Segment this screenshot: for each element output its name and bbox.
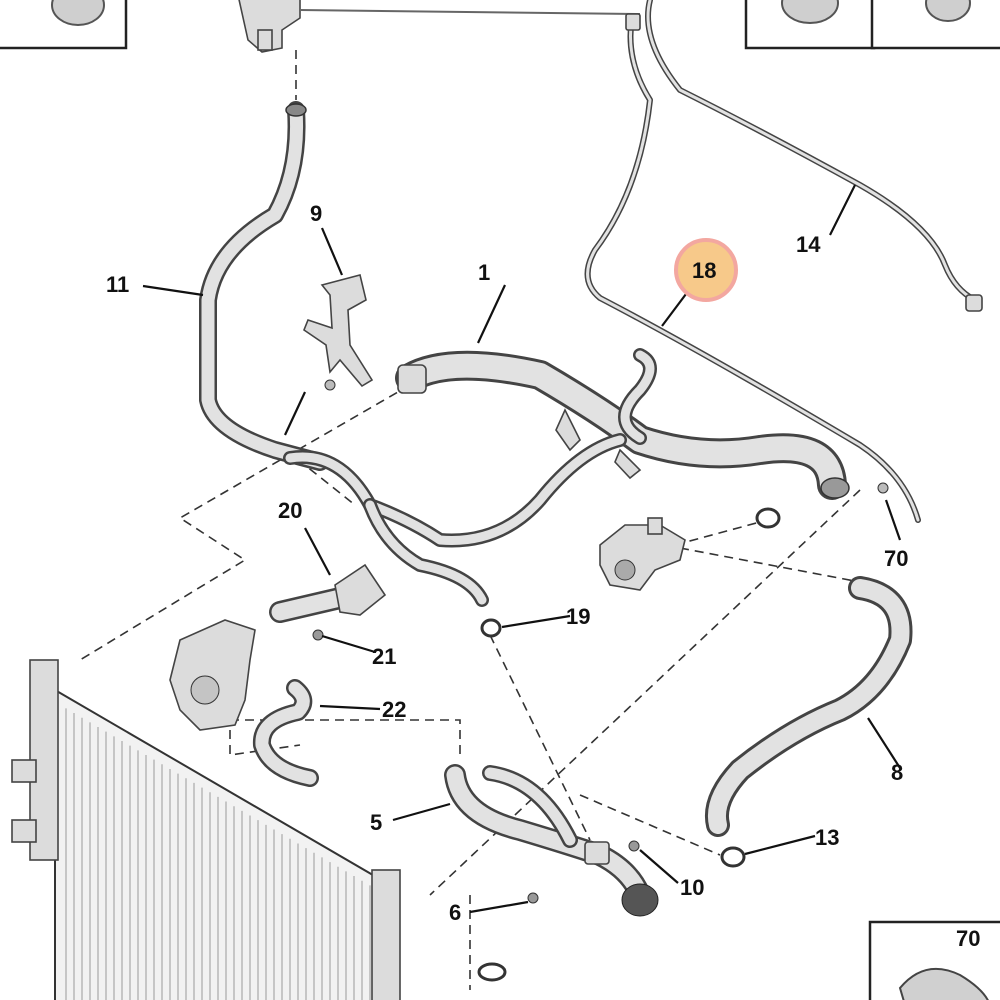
part-11-hose: [199, 101, 329, 471]
part-14-pipe: [645, 0, 983, 312]
part-19-clip: [480, 618, 502, 638]
expansion-tank-outlet: [238, 0, 641, 53]
part-22-hose: [252, 679, 319, 787]
callout-22: 22: [382, 697, 406, 722]
callout-13: 13: [815, 825, 839, 850]
part-13-clip: [720, 846, 746, 868]
radiator-fins: [65, 708, 379, 1000]
callout-labels: 1 9 11 18 14 70 20 19 21 22 8 13 5 10 6 …: [106, 201, 980, 951]
part-9-bracket: [303, 274, 374, 391]
detail-box-70: [868, 920, 1000, 1000]
radiator: [11, 659, 401, 1000]
part-1-main-hose: [395, 348, 850, 500]
callout-1: 1: [478, 260, 490, 285]
hose-crossing-middle: [283, 433, 627, 607]
assembly-dashed-lines: [79, 50, 861, 990]
callout-10: 10: [680, 875, 704, 900]
part-8-hose: [705, 576, 913, 837]
detail-box-top-right: [744, 0, 1000, 50]
callout-21: 21: [372, 644, 396, 669]
part-21-bolt: [312, 629, 324, 641]
leader-lines: [142, 184, 902, 914]
part-70-clip: [877, 482, 889, 494]
callout-14: 14: [796, 232, 821, 257]
part-5-hose: [444, 764, 659, 917]
detail-box-top-left: [0, 0, 128, 50]
callout-6: 6: [449, 900, 461, 925]
callout-70: 70: [884, 546, 908, 571]
water-pump: [169, 619, 256, 731]
callout-inset-70: 70: [956, 926, 980, 951]
part-6-bolt: [527, 892, 539, 904]
clip-near-thermostat: [755, 507, 781, 529]
callout-20: 20: [278, 498, 302, 523]
thermostat-housing: [599, 517, 686, 591]
bottom-clip: [477, 962, 507, 982]
part-20-hose: [269, 563, 387, 623]
part-18-vent-pipe: [584, 13, 921, 523]
callout-18: 18: [692, 258, 716, 283]
part-10-bolt: [628, 840, 640, 852]
callout-11: 11: [106, 272, 129, 297]
callout-5: 5: [370, 810, 382, 835]
callout-19: 19: [566, 604, 590, 629]
callout-8: 8: [891, 760, 903, 785]
highlight-18: [674, 238, 738, 302]
callout-9: 9: [310, 201, 322, 226]
